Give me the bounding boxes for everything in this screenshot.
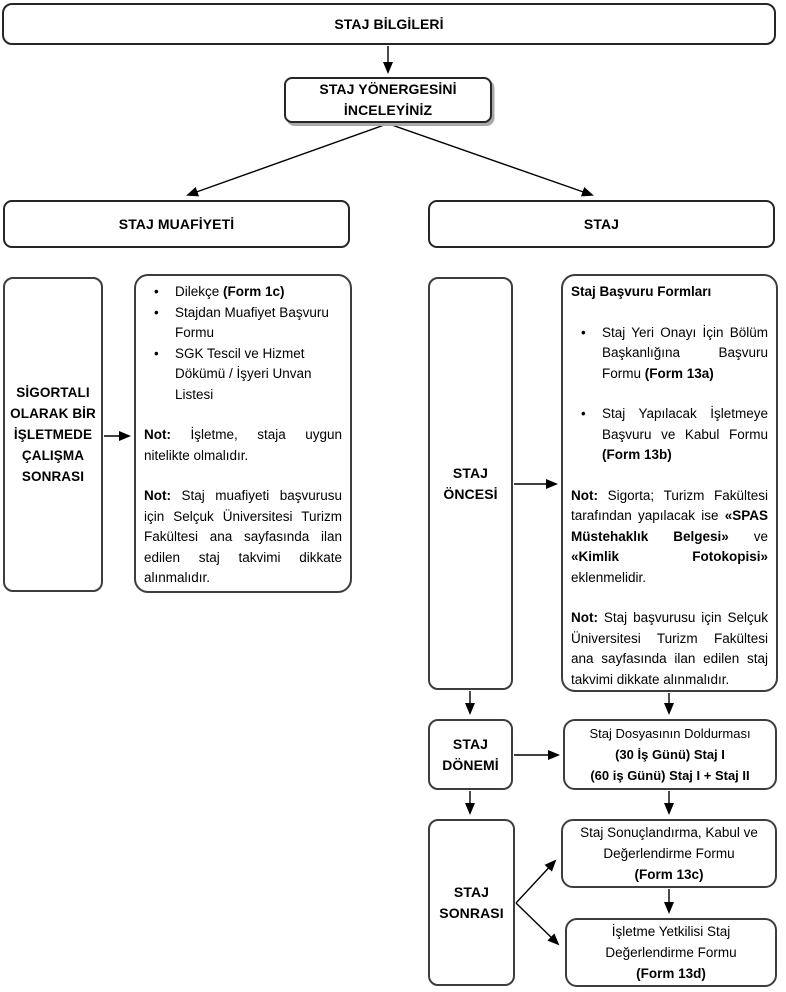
text-segment: (30 İş Günü) Staj I xyxy=(615,747,725,762)
exemption-bullet-list: Dilekçe (Form 1c)Stajdan Muafiyet Başvur… xyxy=(144,282,342,405)
exemption-header-label: STAJ MUAFİYETİ xyxy=(118,215,235,232)
title-box: STAJ BİLGİLERİ xyxy=(2,3,776,45)
during-details-lines: Staj Dosyasının Doldurması (30 İş Günü) S… xyxy=(569,723,771,786)
text-segment: Not: xyxy=(144,427,171,442)
text-segment: Sigorta; Turizm Fakültesi tarafından yap… xyxy=(571,487,768,524)
before-details-box: Staj Başvuru Formları Staj Yeri Onayı İç… xyxy=(561,274,778,692)
text-segment: Staj Yapılacak İşletmeye Başvuru ve Kabu… xyxy=(602,406,768,442)
before-bullet-item: Staj Yapılacak İşletmeye Başvuru ve Kabu… xyxy=(571,404,768,466)
text-segment: SGK Tescil ve Hizmet Dökümü / İşyeri Unv… xyxy=(175,345,312,402)
before-note: Not: Sigorta; Turizm Fakültesi tarafında… xyxy=(571,486,768,589)
stage-during-label: STAJ DÖNEMİ xyxy=(442,735,499,773)
text-segment: Staj Sonuçlandırma, Kabul ve Değerlendir… xyxy=(580,825,758,861)
arrow-after-to-employer-form xyxy=(515,902,560,946)
stage-after-box: STAJ SONRASI xyxy=(428,819,515,986)
text-segment: Staj muafiyeti başvurusu için Selçuk Üni… xyxy=(144,488,342,585)
text-segment: Dilekçe xyxy=(175,284,224,299)
result-form-line: (Form 13c) xyxy=(567,864,771,885)
result-form-line: Staj Sonuçlandırma, Kabul ve Değerlendir… xyxy=(567,822,771,864)
exemption-header-box: STAJ MUAFİYETİ xyxy=(3,200,350,248)
result-form-box: Staj Sonuçlandırma, Kabul ve Değerlendir… xyxy=(561,819,777,888)
employer-form-box: İşletme Yetkilisi Staj Değerlendirme For… xyxy=(565,918,777,987)
exemption-note: Not: İşletme, staja uygun nitelikte olma… xyxy=(144,425,342,466)
text-segment: İşletme Yetkilisi Staj Değerlendirme For… xyxy=(605,924,737,960)
directive-label: STAJ YÖNERGESİNİ İNCELEYİNİZ xyxy=(319,81,457,118)
stage-after-label: STAJ SONRASI xyxy=(439,883,504,921)
employer-form-line: (Form 13d) xyxy=(571,963,771,984)
exemption-condition-box: SİGORTALI OLARAK BİR İŞLETMEDE ÇALIŞMA S… xyxy=(3,277,103,592)
text-segment: (Form 13c) xyxy=(634,867,704,882)
exemption-bullet-item: SGK Tescil ve Hizmet Dökümü / İşyeri Unv… xyxy=(144,344,342,406)
exemption-note-list: Not: İşletme, staja uygun nitelikte olma… xyxy=(144,425,342,589)
employer-form-lines: İşletme Yetkilisi Staj Değerlendirme For… xyxy=(571,921,771,984)
text-segment: Stajdan Muafiyet Başvuru Formu xyxy=(175,304,329,341)
exemption-condition-label: SİGORTALI OLARAK BİR İŞLETMEDE ÇALIŞMA S… xyxy=(10,385,96,484)
stage-before-label: STAJ ÖNCESİ xyxy=(443,464,498,502)
during-details-line: Staj Dosyasının Doldurması xyxy=(569,723,771,744)
text-segment: (Form 1c) xyxy=(223,284,285,299)
during-details-line: (30 İş Günü) Staj I xyxy=(569,744,771,765)
title-label: STAJ BİLGİLERİ xyxy=(334,15,444,32)
exemption-details-box: Dilekçe (Form 1c)Stajdan Muafiyet Başvur… xyxy=(134,274,352,593)
text-segment: Not: xyxy=(571,610,598,625)
exemption-bullet-item: Dilekçe (Form 1c) xyxy=(144,282,342,303)
directive-box: STAJ YÖNERGESİNİ İNCELEYİNİZ xyxy=(284,77,492,123)
text-segment: «Kimlik Fotokopisi» xyxy=(571,549,768,564)
exemption-note: Not: Staj muafiyeti başvurusu için Selçu… xyxy=(144,486,342,589)
internship-header-label: STAJ xyxy=(583,215,620,232)
text-segment: «SPAS Müstehaklık Belgesi» xyxy=(571,508,768,544)
arrow-directive-to-internship xyxy=(388,123,594,197)
text-segment: (60 iş Günü) Staj I + Staj II xyxy=(590,768,750,783)
arrow-directive-to-exemption xyxy=(186,123,388,197)
text-segment: Not: xyxy=(571,487,598,503)
text-segment: Staj başvurusu için Selçuk Üniversitesi … xyxy=(571,610,768,687)
employer-form-line: İşletme Yetkilisi Staj Değerlendirme For… xyxy=(571,921,771,963)
before-bullet-list: Staj Yeri Onayı İçin Bölüm Başkanlığına … xyxy=(571,323,768,466)
text-segment: Not: xyxy=(144,488,171,503)
before-note: Not: Staj başvurusu için Selçuk Üniversi… xyxy=(571,608,768,690)
before-note-list: Not: Sigorta; Turizm Fakültesi tarafında… xyxy=(571,486,768,691)
result-form-lines: Staj Sonuçlandırma, Kabul ve Değerlendir… xyxy=(567,822,771,885)
text-segment: İşletme, staja uygun nitelikte olmalıdır… xyxy=(144,427,342,463)
stage-before-box: STAJ ÖNCESİ xyxy=(428,277,513,690)
text-segment: ve xyxy=(728,528,769,544)
during-details-line: (60 iş Günü) Staj I + Staj II xyxy=(569,765,771,786)
before-bullet-item: Staj Yeri Onayı İçin Bölüm Başkanlığına … xyxy=(571,323,768,385)
text-segment: (Form 13a) xyxy=(644,365,714,381)
internship-header-box: STAJ xyxy=(428,200,775,248)
during-details-box: Staj Dosyasının Doldurması (30 İş Günü) S… xyxy=(563,719,777,790)
before-details-heading: Staj Başvuru Formları xyxy=(571,284,712,299)
text-segment: (Form 13d) xyxy=(636,966,706,981)
text-segment: eklenmelidir. xyxy=(571,569,647,585)
text-segment: (Form 13b) xyxy=(602,447,672,462)
stage-during-box: STAJ DÖNEMİ xyxy=(428,719,513,790)
arrow-after-to-result-form xyxy=(515,859,557,904)
exemption-bullet-item: Stajdan Muafiyet Başvuru Formu xyxy=(144,303,342,344)
text-segment: Staj Dosyasının Doldurması xyxy=(589,726,751,741)
text-segment: Staj Yeri Onayı İçin Bölüm Başkanlığına … xyxy=(602,324,768,381)
